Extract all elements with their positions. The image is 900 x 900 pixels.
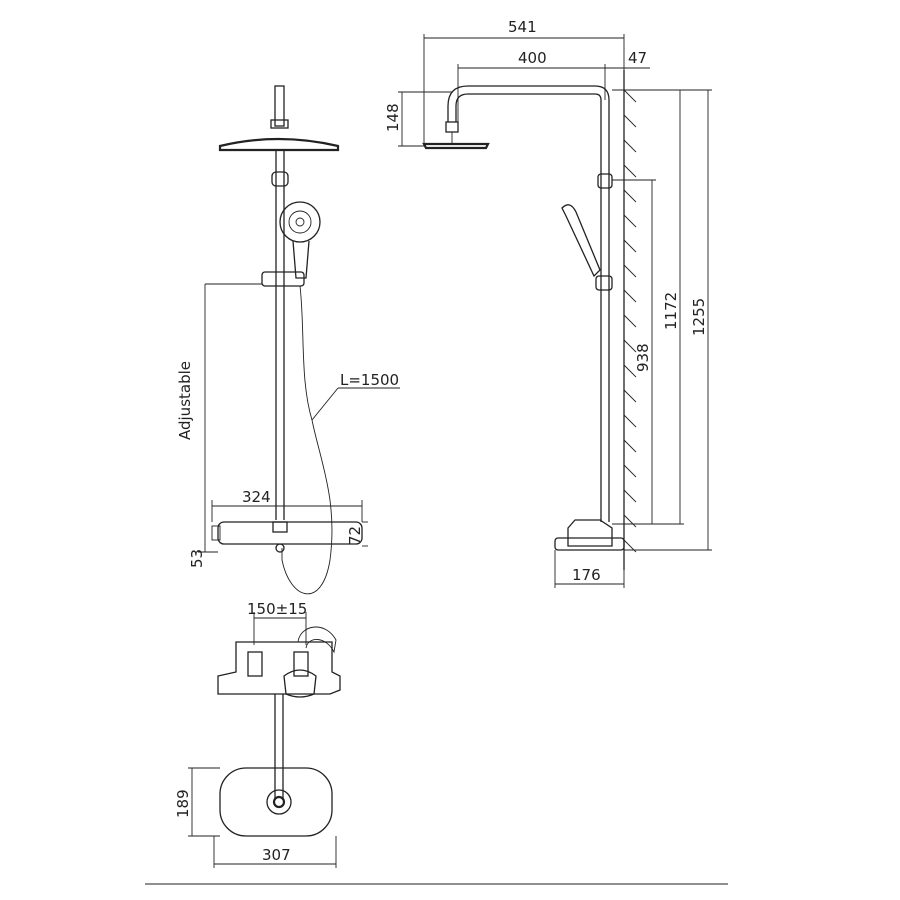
- body-height-right-label: 72: [346, 526, 364, 545]
- total-height-label: 1255: [690, 298, 708, 336]
- bottom-base-outlet-center: [272, 795, 286, 809]
- bottom-hose-loop: [297, 626, 337, 654]
- total-reach-label: 541: [508, 18, 537, 36]
- front-hand-shower-ring: [288, 210, 312, 234]
- front-hand-shower-handle: [292, 240, 310, 279]
- front-bar-left-cap: [211, 525, 221, 541]
- hose-length-label: L=1500: [340, 371, 399, 389]
- slider-height-label: 938: [634, 343, 652, 372]
- base-depth-label: 189: [174, 789, 192, 818]
- front-top-pipe: [274, 85, 285, 127]
- inlet-spacing-label: 150±15: [247, 600, 307, 618]
- front-hand-shower-center: [295, 217, 305, 227]
- front-pipe-collar: [270, 119, 289, 129]
- bottom-inlet-left: [247, 651, 263, 677]
- side-rail-bracket: [597, 173, 613, 189]
- bottom-base-outlet: [266, 789, 292, 815]
- front-bar-outlet: [272, 521, 288, 533]
- wall-hatching: [623, 89, 637, 553]
- front-rail-bracket: [271, 171, 289, 187]
- side-thermostat-body: [554, 537, 625, 551]
- arm-length-label: 400: [518, 49, 547, 67]
- side-slider: [595, 275, 613, 291]
- bottom-handle: [283, 669, 317, 698]
- front-hose: [281, 285, 333, 595]
- front-slider: [261, 271, 305, 287]
- adjustable-label: Adjustable: [176, 361, 194, 440]
- body-depth-label: 176: [572, 566, 601, 584]
- base-width-label: 307: [262, 846, 291, 864]
- side-arm-lower: [455, 93, 602, 122]
- hose-leader: [311, 387, 339, 421]
- side-rain-shower-head: [422, 142, 490, 150]
- front-rain-shower-head: [218, 137, 340, 152]
- side-head-joint: [445, 121, 459, 133]
- bar-width-label: 324: [242, 488, 271, 506]
- body-height-left-label: 53: [188, 549, 206, 568]
- front-hand-shower-face: [279, 201, 321, 243]
- bottom-mixer-body: [217, 641, 341, 695]
- bottom-view: 150±15 189 307: [174, 600, 341, 868]
- front-view: Adjustable L=1500 324 53 72: [176, 85, 400, 595]
- side-hand-shower: [561, 204, 601, 278]
- head-height-label: 148: [384, 103, 402, 132]
- side-view: 541 400 47 148 938 1172 1255 176: [384, 18, 712, 588]
- wall-offset-label: 47: [628, 49, 647, 67]
- bottom-inlet-right: [293, 651, 309, 677]
- side-arm-upper: [447, 85, 610, 122]
- bottom-base-plate: [219, 767, 333, 837]
- side-thermostat-knob: [567, 519, 613, 547]
- arm-height-label: 1172: [662, 292, 680, 330]
- front-bar-connector: [275, 543, 285, 553]
- front-thermostat-bar: [217, 521, 363, 545]
